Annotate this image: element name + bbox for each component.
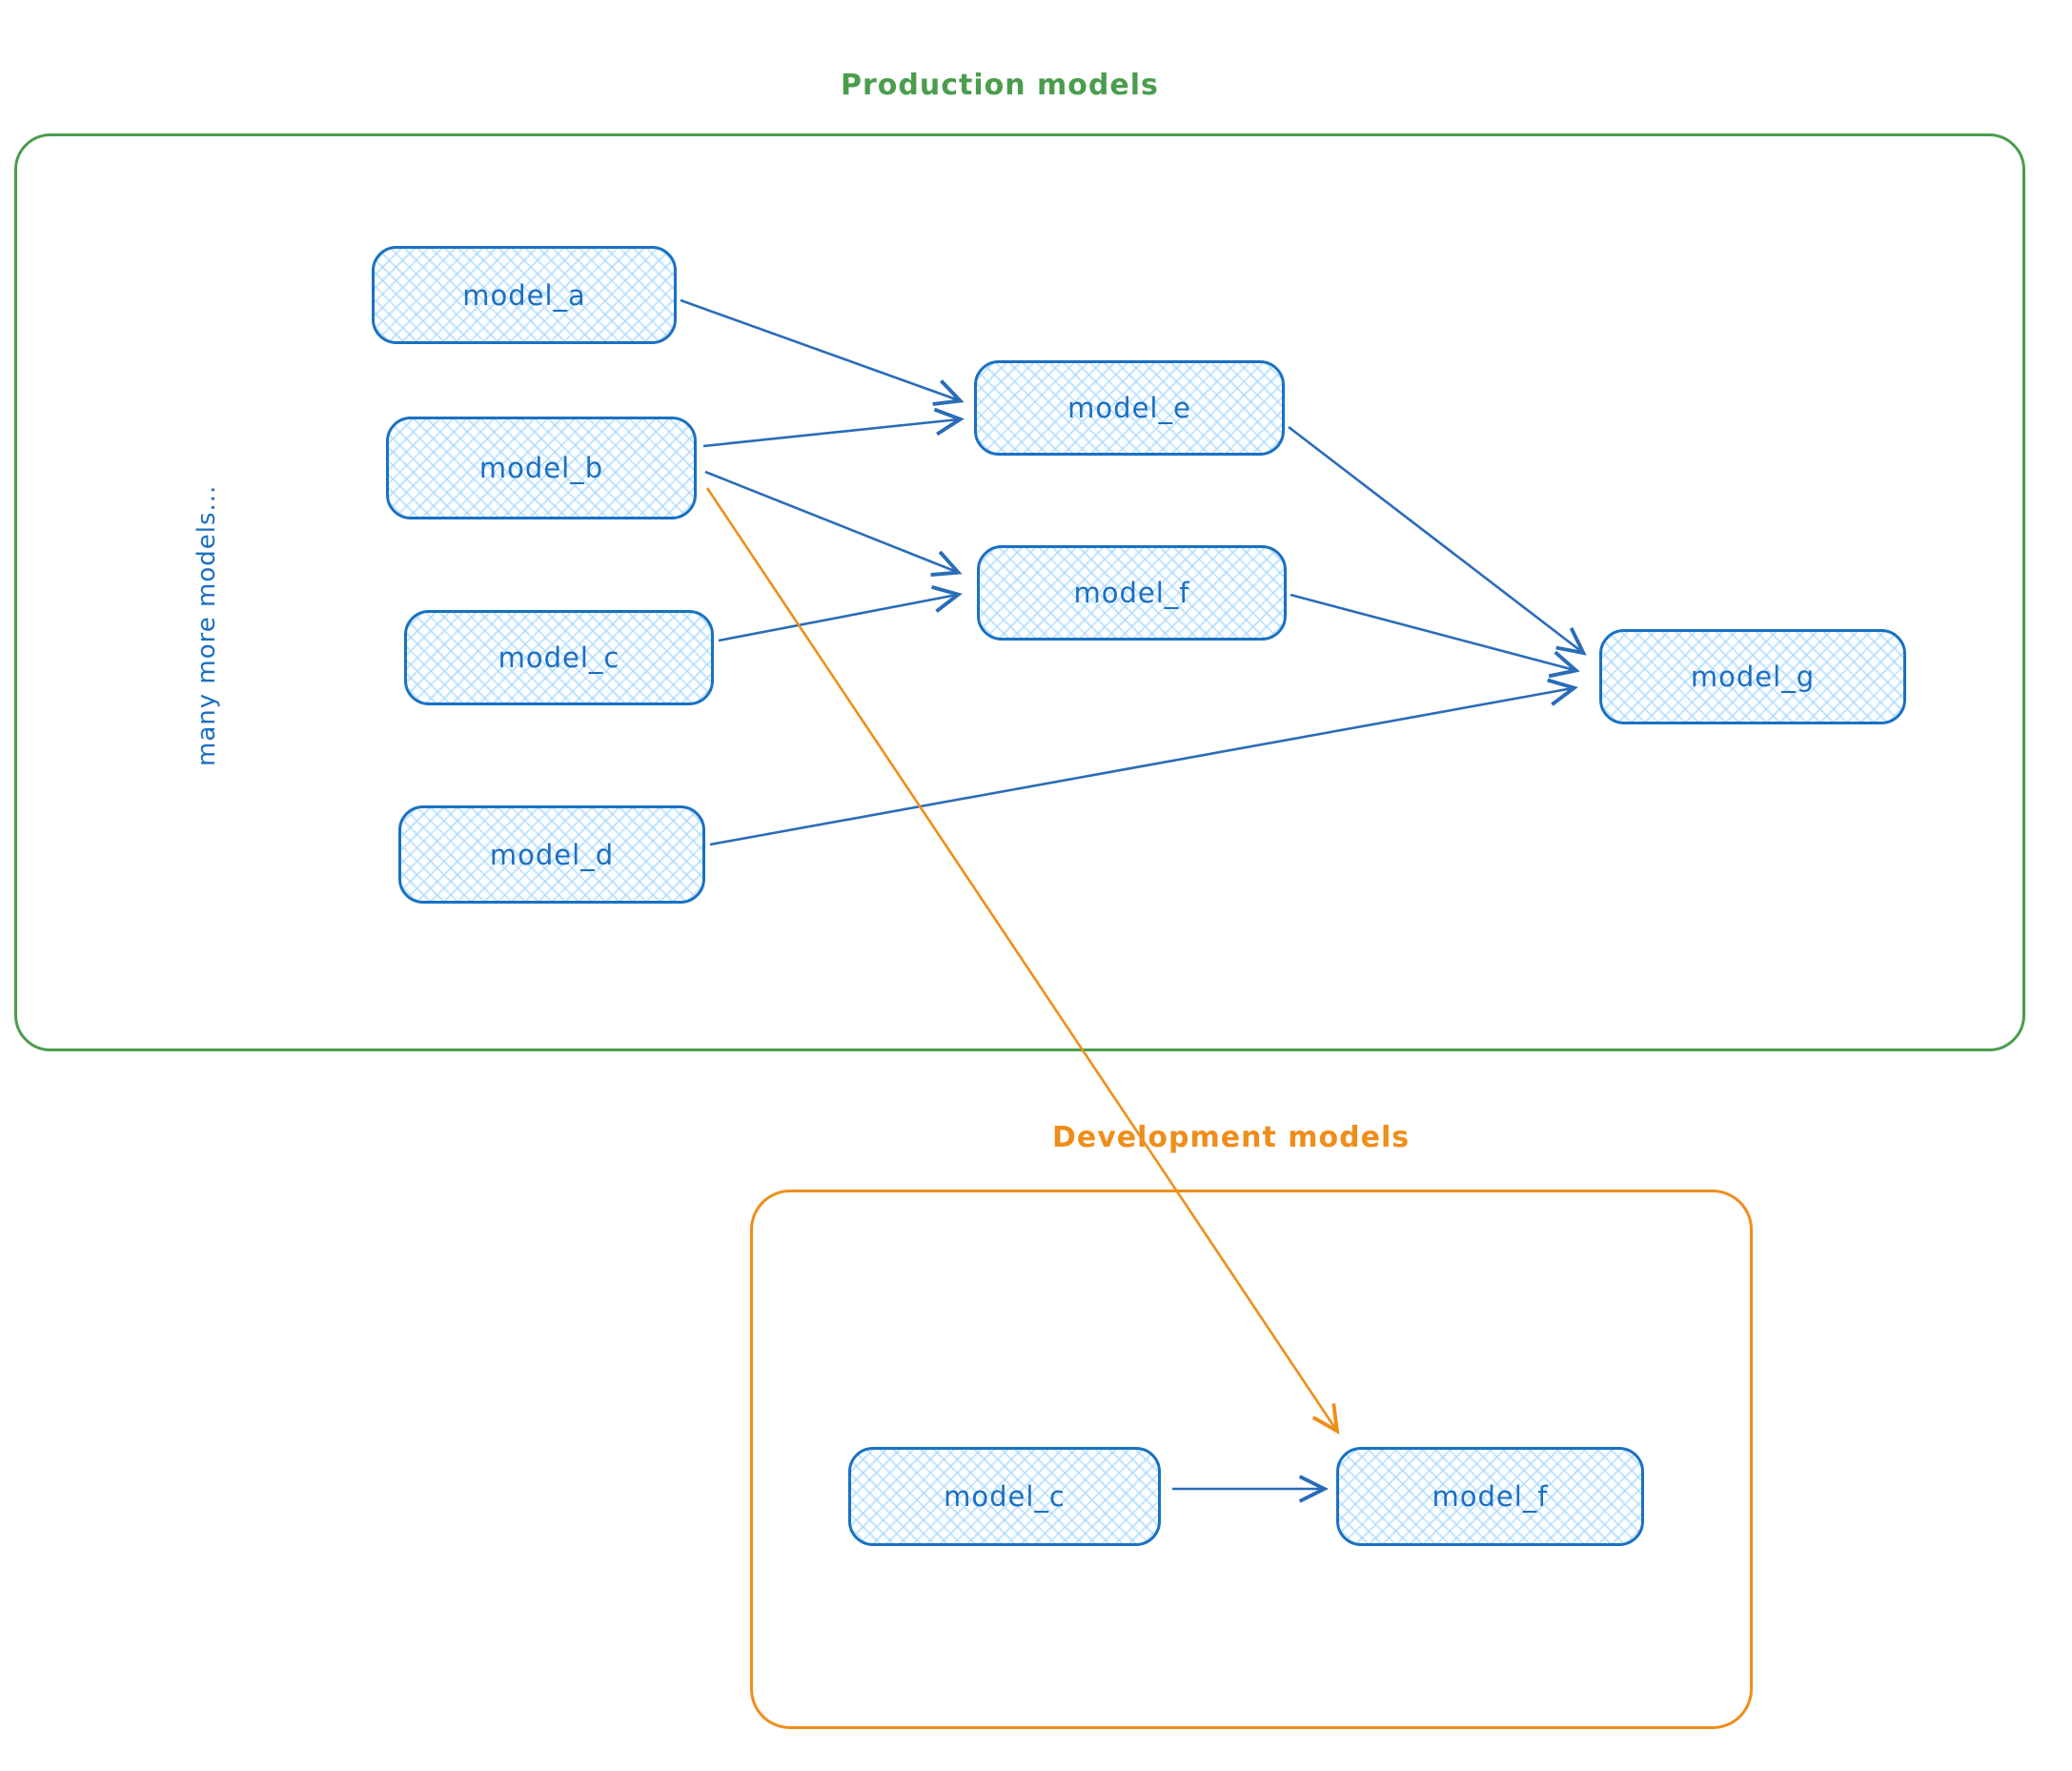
node-model_f-label: model_f: [1073, 577, 1190, 609]
node-model_e: model_e: [974, 360, 1285, 456]
node-model_f: model_f: [977, 545, 1287, 641]
node-dev-model_f: model_f: [1336, 1447, 1644, 1546]
node-model_g: model_g: [1599, 629, 1906, 724]
node-model_c-label: model_c: [498, 641, 620, 674]
many-more-models-note: many more models...: [193, 484, 221, 766]
node-model_a-label: model_a: [462, 278, 586, 312]
development-zone-title: Development models: [1052, 1121, 1411, 1154]
production-zone-title: Production models: [841, 69, 1159, 102]
node-model_g-label: model_g: [1690, 661, 1816, 693]
node-model_b-label: model_b: [478, 452, 604, 484]
node-dev-model_f-label: model_f: [1432, 1480, 1549, 1513]
node-dev-model_c-label: model_c: [944, 1480, 1066, 1513]
node-model_d-label: model_d: [489, 838, 615, 871]
node-model_c: model_c: [404, 610, 714, 705]
node-model_e-label: model_e: [1067, 392, 1191, 424]
node-dev-model_c: model_c: [848, 1447, 1161, 1546]
node-model_a: model_a: [372, 246, 677, 344]
node-model_b: model_b: [386, 417, 697, 519]
node-model_d: model_d: [398, 805, 705, 904]
